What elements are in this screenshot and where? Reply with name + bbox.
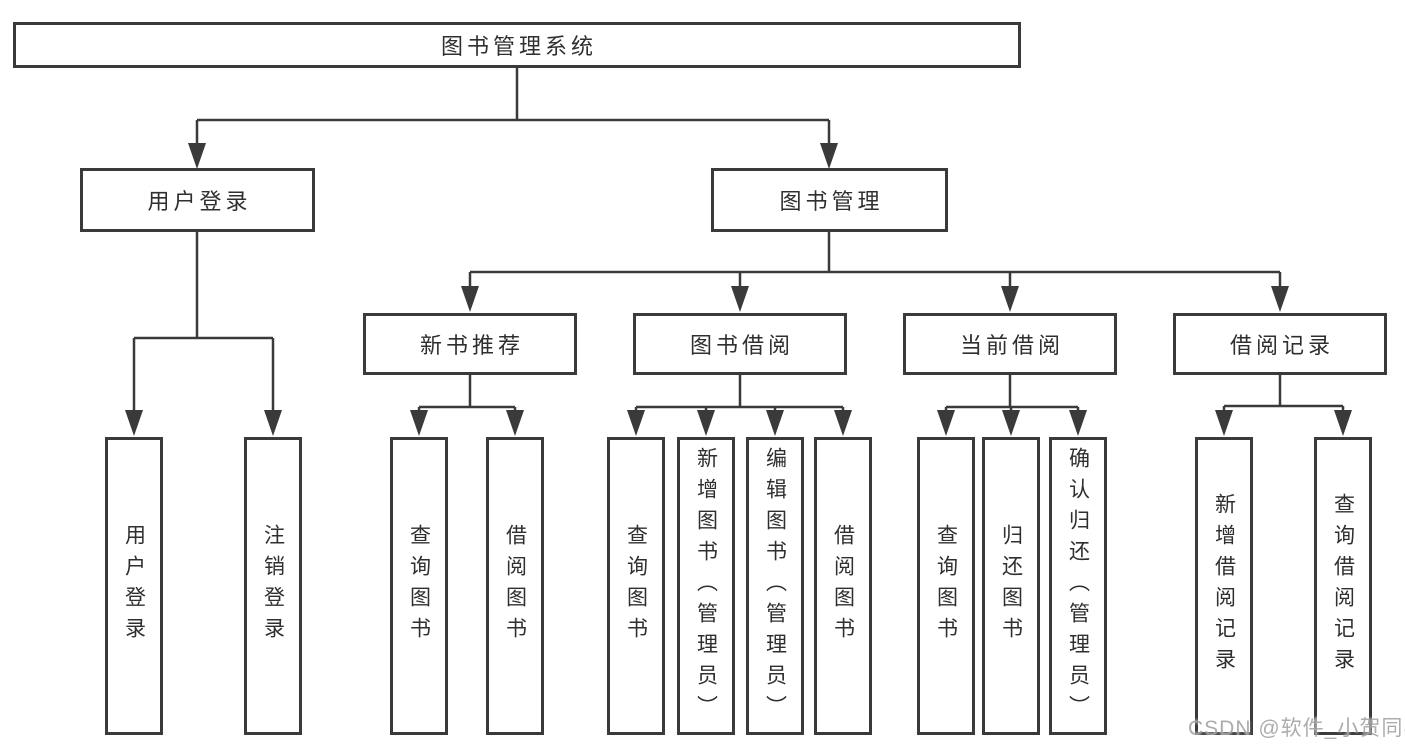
node-borrowing-records: 借阅记录 [1173,313,1387,375]
leaf-query-borrow-record: 查询借阅记录 [1314,437,1372,735]
leaf-add-borrow-record: 新增借阅记录 [1195,437,1253,735]
node-label: 查询借阅记录 [1331,493,1355,679]
node-label: 新书推荐 [419,333,524,358]
leaf-query-books-recommend: 查询图书 [390,437,448,735]
node-book-borrowing: 图书借阅 [633,313,847,375]
leaf-confirm-return-admin: 确认归还（管理员） [1049,437,1107,735]
node-label: 用户登录 [122,524,146,648]
node-label: 查询图书 [934,524,958,648]
node-current-borrowing: 当前借阅 [903,313,1117,375]
node-label: 查询图书 [407,524,431,648]
leaf-borrow-books-recommend: 借阅图书 [486,437,544,735]
leaf-borrow-books: 借阅图书 [814,437,872,735]
node-library-management-system: 图书管理系统 [13,22,1021,68]
node-label: 归还图书 [999,524,1023,648]
node-label: 注销登录 [261,524,285,648]
node-label: 编辑图书（管理员） [763,446,787,726]
node-label: 图书管理系统 [440,34,597,59]
leaf-query-books-current: 查询图书 [917,437,975,735]
node-label: 确认归还（管理员） [1066,446,1090,726]
node-label: 新增借阅记录 [1212,493,1236,679]
node-label: 用户登录 [147,189,252,214]
node-label: 借阅图书 [503,524,527,648]
node-book-management: 图书管理 [711,168,948,232]
leaf-add-book-admin: 新增图书（管理员） [677,437,735,735]
leaf-return-books: 归还图书 [982,437,1040,735]
node-label: 查询图书 [624,524,648,648]
node-label: 新增图书（管理员） [694,446,718,726]
node-label: 借阅记录 [1229,333,1334,358]
csdn-watermark: CSDN @软件_小贺同学 [1188,717,1405,740]
leaf-query-books-borrowing: 查询图书 [607,437,665,735]
node-user-login: 用户登录 [80,168,315,232]
node-label: 借阅图书 [831,524,855,648]
node-label: 图书借阅 [689,333,794,358]
leaf-logout: 注销登录 [244,437,302,735]
node-label: 当前借阅 [959,333,1064,358]
leaf-user-login: 用户登录 [105,437,163,735]
node-label: 图书管理 [779,189,884,214]
leaf-edit-book-admin: 编辑图书（管理员） [746,437,804,735]
node-new-book-recommendation: 新书推荐 [363,313,577,375]
